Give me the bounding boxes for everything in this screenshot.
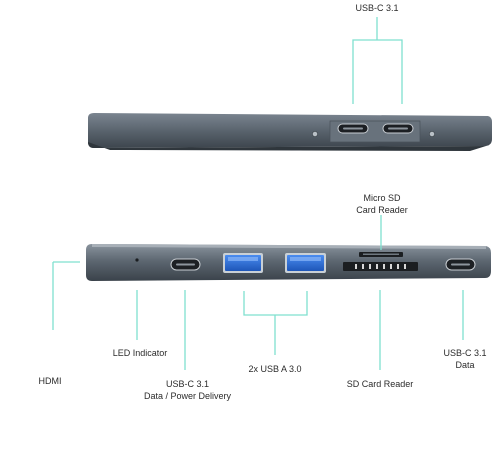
leader-lines bbox=[52, 17, 464, 370]
label-hdmi: HDMI bbox=[38, 376, 62, 386]
usba-port-2 bbox=[285, 253, 326, 273]
microsd-slot bbox=[359, 252, 403, 257]
screw-icon bbox=[429, 131, 435, 137]
label-sd-card-reader: SD Card Reader bbox=[346, 379, 414, 389]
label-top-usbc: USB-C 3.1 bbox=[355, 3, 399, 13]
top-usbc-port-2 bbox=[382, 123, 414, 134]
label-usbc-power-delivery: USB-C 3.1 Data / Power Delivery bbox=[143, 379, 232, 401]
usbc-data-port bbox=[445, 258, 476, 271]
label-microsd-reader: Micro SD Card Reader bbox=[356, 193, 408, 215]
screw-icon bbox=[312, 131, 318, 137]
top-usbc-port-1 bbox=[337, 123, 369, 134]
sd-card-slot bbox=[343, 262, 418, 271]
label-usbc-data: USB-C 3.1 Data bbox=[443, 348, 487, 370]
usbc-pd-port bbox=[170, 258, 201, 271]
label-led-indicator: LED Indicator bbox=[112, 348, 168, 358]
hub-front-view bbox=[86, 244, 491, 281]
usba-port-1 bbox=[223, 253, 263, 273]
label-usba-ports: 2x USB A 3.0 bbox=[248, 364, 302, 374]
led-indicator-light bbox=[135, 258, 139, 262]
hub-top-view bbox=[88, 113, 492, 151]
